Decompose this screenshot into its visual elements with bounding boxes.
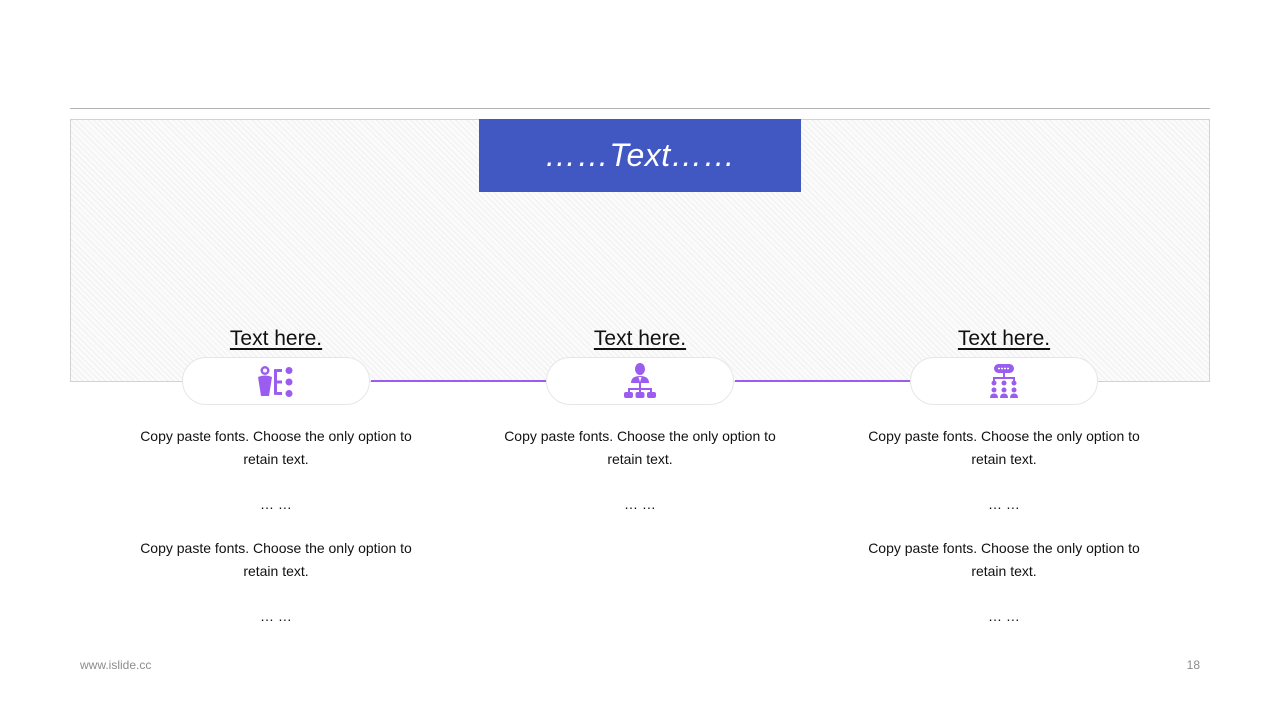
team-hierarchy-icon: [990, 364, 1018, 398]
column-1-ellipsis-1: … …: [260, 496, 292, 512]
top-divider: [70, 108, 1210, 109]
column-3-ellipsis-2: … …: [988, 608, 1020, 624]
person-org-chart-icon: [624, 363, 656, 398]
column-3-paragraph-1: Copy paste fonts. Choose the only option…: [868, 428, 1140, 467]
column-1-body: Copy paste fonts. Choose the only option…: [131, 425, 421, 625]
column-2-icon-pill: [546, 357, 734, 405]
column-3-heading: Text here.: [957, 327, 1051, 350]
column-1-paragraph-2: Copy paste fonts. Choose the only option…: [140, 540, 412, 579]
column-2-body: Copy paste fonts. Choose the only option…: [495, 425, 785, 513]
connector-line-1: [371, 380, 547, 382]
footer-website: www.islide.cc: [80, 658, 152, 672]
column-2-paragraph-1: Copy paste fonts. Choose the only option…: [504, 428, 776, 467]
column-1-ellipsis-2: … …: [260, 608, 292, 624]
column-3-icon-pill: [910, 357, 1098, 405]
column-2-ellipsis-1: … …: [624, 496, 656, 512]
connector-line-2: [735, 380, 911, 382]
slide-title: ……Text……: [544, 137, 736, 173]
person-with-list-icon: [258, 366, 293, 397]
page-number: 18: [1186, 658, 1200, 672]
title-banner: ……Text……: [479, 119, 801, 192]
column-1-icon-pill: [182, 357, 370, 405]
column-2-heading: Text here.: [593, 327, 687, 350]
column-1-heading: Text here.: [229, 327, 323, 350]
column-3-ellipsis-1: … …: [988, 496, 1020, 512]
column-1-paragraph-1: Copy paste fonts. Choose the only option…: [140, 428, 412, 467]
column-3-body: Copy paste fonts. Choose the only option…: [859, 425, 1149, 625]
column-3-paragraph-2: Copy paste fonts. Choose the only option…: [868, 540, 1140, 579]
